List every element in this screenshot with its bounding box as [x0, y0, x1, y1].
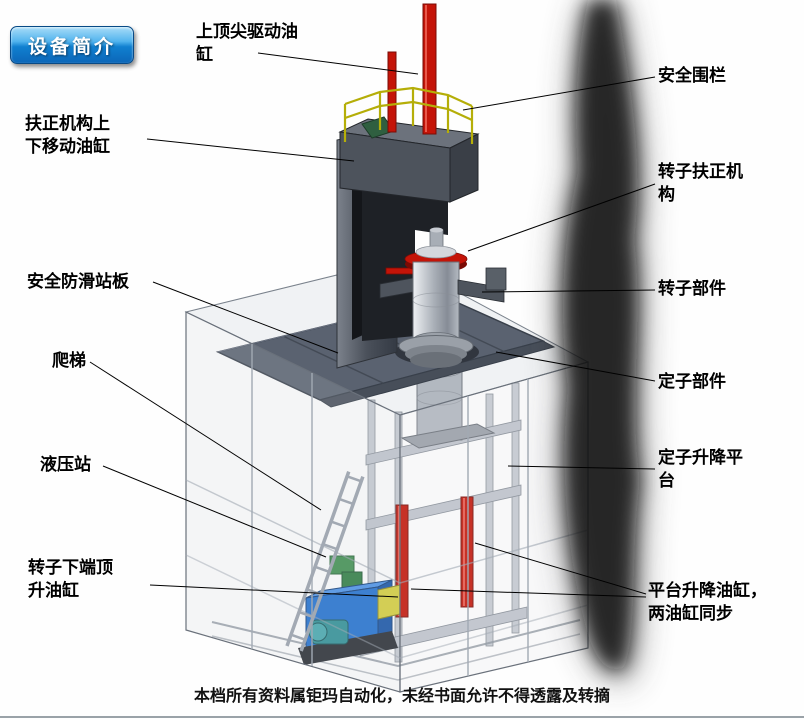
- safety-railing: [343, 86, 474, 144]
- label-platform-lifting-cylinders: 平台升降油缸， 两油缸同步: [648, 581, 767, 623]
- label-safety-fence: 安全围栏: [658, 66, 726, 85]
- label-rotor-centering-mechanism: 转子扶正机 构: [658, 162, 743, 204]
- footer-copyright: 本档所有资料属钜玛自动化，未经书面允许不得透露及转摘: [193, 688, 610, 705]
- label-stator-lifting-platform: 定子升降平 台: [658, 448, 743, 490]
- label-centering-updown-cylinder: 扶正机构上 下移动油缸: [25, 114, 110, 156]
- title-badge: 设备简介: [10, 26, 134, 64]
- press-head: [338, 116, 480, 203]
- leader-lines: [89, 52, 656, 598]
- label-rotor-bottom-jack-cylinder: 转子下端顶 升油缸: [28, 558, 113, 600]
- label-ladder: 爬梯: [52, 351, 86, 370]
- label-top-center-drive-cylinder: 上顶尖驱动油 缸: [196, 22, 298, 64]
- rotor-assembly: [379, 227, 507, 368]
- enclosure-frame: [185, 311, 589, 693]
- top-drive-rod: [387, 3, 437, 135]
- label-rotor-part: 转子部件: [658, 279, 726, 298]
- smoke-shadow: [555, 0, 648, 683]
- hydraulic-unit: [298, 555, 401, 665]
- label-antislip-platform: 安全防滑站板: [27, 272, 129, 291]
- label-stator-part: 定子部件: [658, 372, 726, 391]
- title-badge-label: 设备简介: [27, 36, 116, 58]
- label-hydraulic-station: 液压站: [40, 455, 91, 474]
